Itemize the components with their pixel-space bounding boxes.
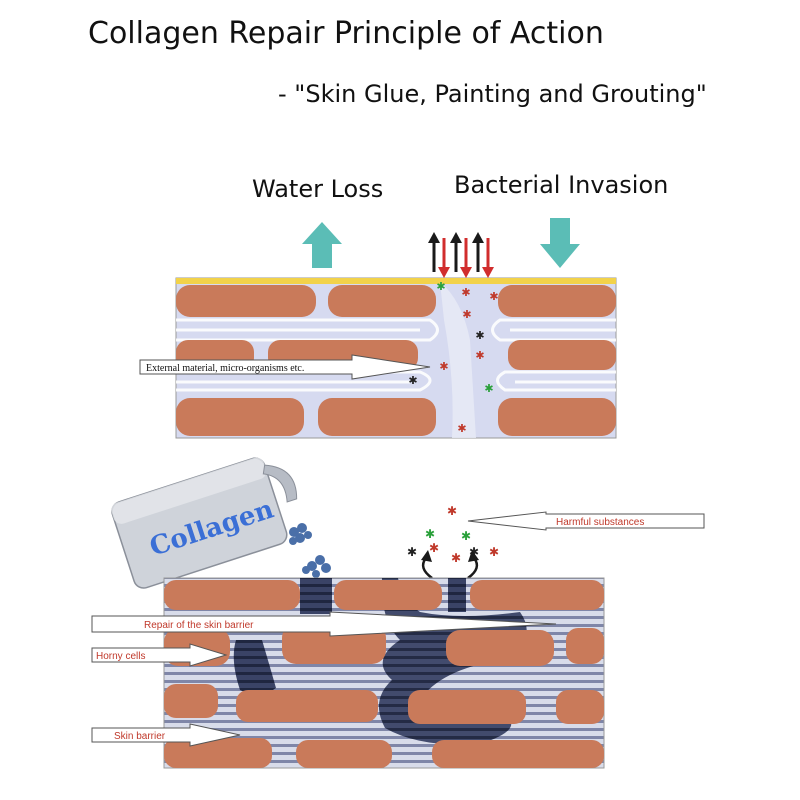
svg-text:✱: ✱ [439, 360, 448, 373]
blocked-arrows-icon [421, 550, 479, 580]
bacterial-invasion-down-arrow [540, 218, 580, 268]
repair-barrier-callout: Repair of the skin barrier [91, 611, 557, 637]
svg-text:✱: ✱ [461, 286, 470, 299]
svg-text:✱: ✱ [484, 382, 493, 395]
repair-barrier-text: Repair of the skin barrier [144, 620, 254, 631]
svg-text:✱: ✱ [457, 422, 466, 435]
water-loss-label: Water Loss [252, 175, 384, 203]
svg-text:✱: ✱ [407, 545, 417, 559]
skin-barrier-text: Skin barrier [114, 731, 166, 742]
external-material-text: External material, micro-organisms etc. [146, 363, 304, 374]
bottom-skin-panel [163, 577, 605, 769]
water-loss-up-arrow [302, 222, 342, 268]
page-title: Collagen Repair Principle of Action [88, 16, 604, 51]
bacterial-invasion-label: Bacterial Invasion [454, 171, 669, 199]
svg-text:✱: ✱ [408, 374, 417, 387]
svg-text:✱: ✱ [489, 545, 499, 559]
svg-text:✱: ✱ [489, 290, 498, 303]
collagen-particles-icon [289, 523, 331, 578]
svg-text:✱: ✱ [475, 349, 484, 362]
penetration-arrows-icon [428, 232, 494, 278]
svg-text:✱: ✱ [447, 504, 457, 518]
skin-barrier-callout: Skin barrier [91, 723, 241, 747]
horny-cells-text: Horny cells [96, 651, 145, 662]
svg-text:✱: ✱ [461, 529, 471, 543]
horny-cells-callout: Horny cells [91, 643, 228, 667]
external-material-callout: External material, micro-organisms etc. [139, 354, 431, 380]
svg-text:✱: ✱ [469, 545, 479, 559]
harmful-substances-text: Harmful substances [556, 517, 644, 528]
svg-text:✱: ✱ [436, 280, 445, 293]
harmful-substances-callout: Harmful substances [467, 511, 705, 531]
collagen-can-icon: Collagen [111, 457, 298, 589]
top-skin-panel: ✱ ✱ ✱ ✱ ✱ ✱ ✱ ✱ ✱ ✱ External material, m… [139, 277, 617, 439]
svg-text:✱: ✱ [429, 541, 439, 555]
svg-text:✱: ✱ [451, 551, 461, 565]
harmful-substances-icons: ✱ ✱ ✱ ✱ ✱ ✱ ✱ ✱ [407, 504, 499, 565]
svg-text:✱: ✱ [425, 527, 435, 541]
page-subtitle: - "Skin Glue, Painting and Grouting" [278, 80, 707, 108]
svg-text:✱: ✱ [462, 308, 471, 321]
svg-text:✱: ✱ [475, 329, 484, 342]
